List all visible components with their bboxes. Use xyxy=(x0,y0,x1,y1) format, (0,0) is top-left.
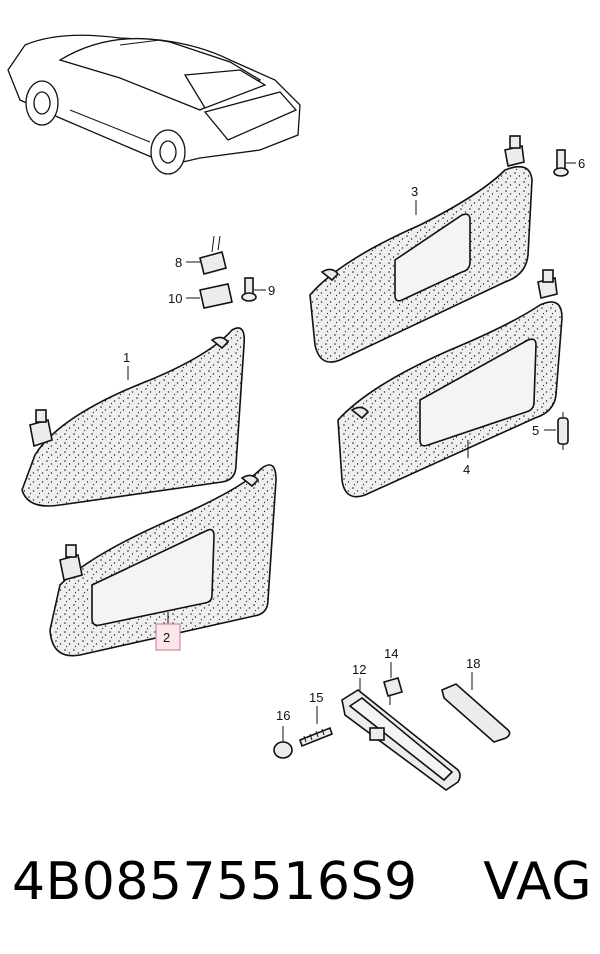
screw-9 xyxy=(241,277,257,302)
callout-3: 3 xyxy=(411,184,418,199)
sun-visor-4 xyxy=(337,269,563,498)
callout-2: 2 xyxy=(163,630,170,645)
callout-15: 15 xyxy=(309,690,323,705)
mirror-frame-12 xyxy=(341,689,461,791)
sun-visor-2 xyxy=(49,464,277,657)
callout-1: 1 xyxy=(123,350,130,365)
screw-15 xyxy=(299,726,333,748)
cover-10 xyxy=(199,283,233,309)
callout-5: 5 xyxy=(532,423,539,438)
callout-10: 10 xyxy=(168,291,182,306)
callout-12: 12 xyxy=(352,662,366,677)
brand: VAG xyxy=(483,852,592,912)
screw-6 xyxy=(553,149,569,177)
sun-visor-3 xyxy=(309,135,533,363)
part-number: 4B08575516S9 xyxy=(12,852,418,912)
lamp-lens-18 xyxy=(441,683,511,743)
callout-9: 9 xyxy=(268,283,275,298)
parts-diagram: 1 2 3 4 5 6 xyxy=(7,34,585,791)
car-illustration xyxy=(7,34,301,175)
part-number-footer: 4B08575516S9 VAG xyxy=(12,842,592,922)
callout-14: 14 xyxy=(384,646,398,661)
callout-16: 16 xyxy=(276,708,290,723)
callout-18: 18 xyxy=(466,656,480,671)
clip-8 xyxy=(199,235,227,275)
clip-14 xyxy=(383,677,403,705)
callout-8: 8 xyxy=(175,255,182,270)
plug-16 xyxy=(273,741,293,759)
festoon-bulb-5 xyxy=(557,412,569,450)
callout-4: 4 xyxy=(463,462,470,477)
callout-6: 6 xyxy=(578,156,585,171)
sun-visor-1 xyxy=(21,327,246,507)
